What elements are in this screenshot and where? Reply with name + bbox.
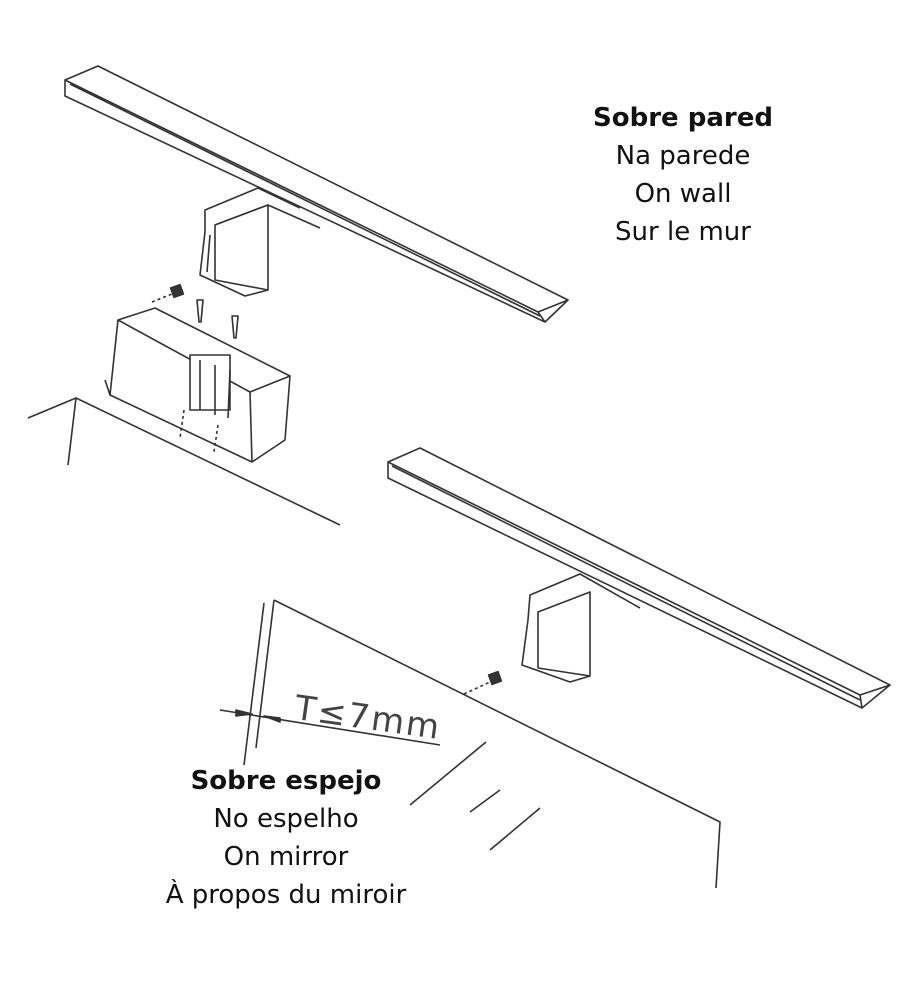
mirror-mount-fr: À propos du miroir — [165, 880, 407, 910]
wall-mount-label: Sobre pared Na parede On wall Sur le mur — [593, 99, 773, 251]
screws — [151, 283, 239, 339]
mounting-box — [104, 307, 291, 463]
mirror-outline — [243, 599, 721, 889]
mirror-mount-en: On mirror — [223, 842, 349, 872]
mirror-mount-label: Sobre espejo No espelho On mirror À prop… — [166, 762, 407, 914]
wall-outline — [27, 397, 341, 526]
wall-mount-en: On wall — [634, 179, 732, 209]
wall-mount-fr: Sur le mur — [615, 217, 751, 247]
thickness-dimension — [219, 709, 441, 746]
wall-mount-title: Sobre pared — [593, 103, 773, 133]
wall-lamp-bracket — [199, 187, 321, 297]
mirror-lamp-bracket — [463, 573, 641, 695]
wall-lamp-bar — [64, 65, 569, 323]
mirror-lamp-bar — [387, 447, 891, 709]
mirror-mount-title: Sobre espejo — [190, 766, 382, 796]
wall-mount-pt: Na parede — [615, 141, 751, 171]
mirror-mount-pt: No espelho — [213, 804, 359, 834]
